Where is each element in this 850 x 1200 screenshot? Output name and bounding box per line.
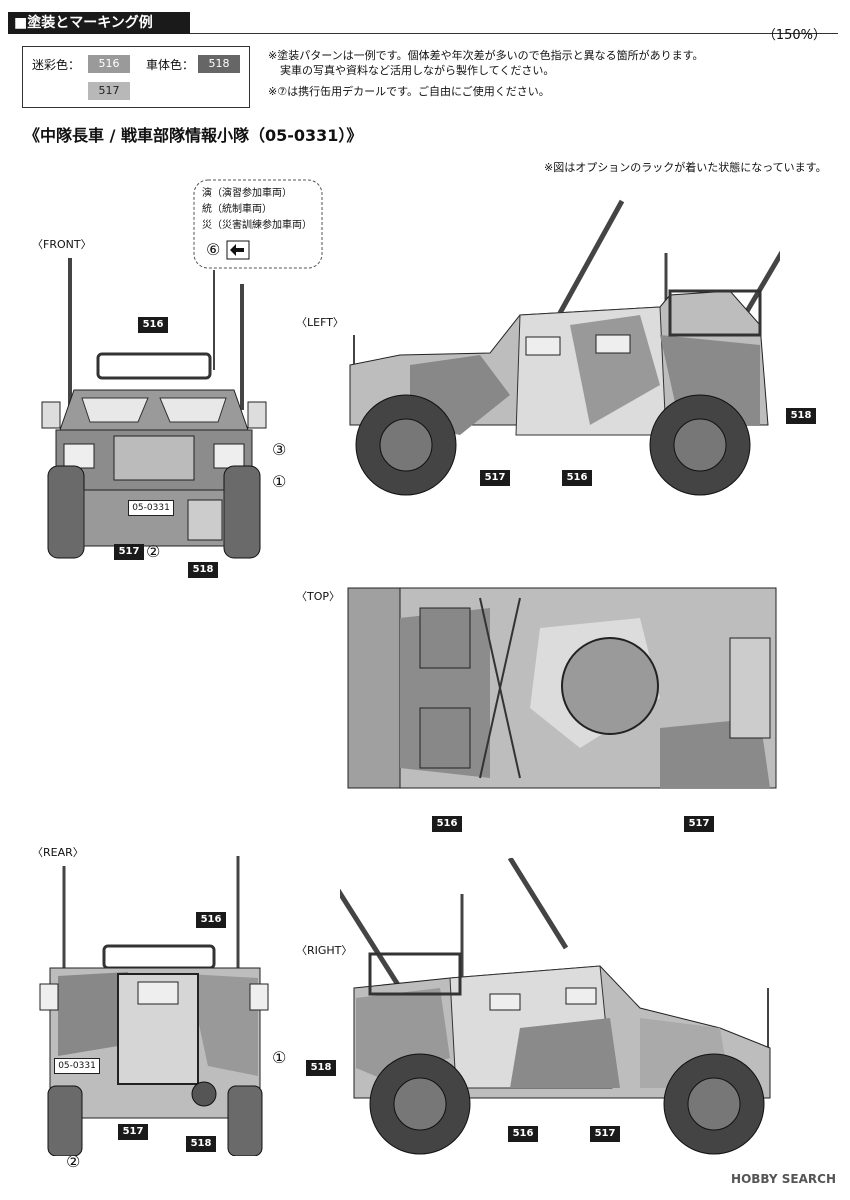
body-color-label: 車体色：: [146, 58, 195, 72]
view-label-rear: 〈REAR〉: [32, 846, 84, 859]
note-line-1: ※塗装パターンは一例です。個体差や年次差が多いので色指示と異なる箇所があります。: [268, 49, 704, 62]
rear-tag-516: 516: [196, 912, 226, 928]
rear-marker-1: ①: [272, 1048, 287, 1067]
header-rule: [190, 33, 838, 34]
front-view-drawing: [41, 258, 267, 559]
note-line-3: ※⑦は携行缶用デカールです。ご自由にご使用ください。: [268, 85, 550, 98]
front-marker-2: ②: [146, 542, 161, 561]
left-view-drawing: [349, 199, 780, 496]
callout-item-2: 統（統制車両）: [202, 204, 272, 215]
rear-tag-518: 518: [186, 1136, 216, 1152]
color-chip-516: 516: [88, 55, 130, 73]
front-tag-516: 516: [138, 317, 168, 333]
vehicle-subtitle: 《中隊長車 / 戦車部隊情報小隊（05-0331）》: [24, 126, 363, 145]
color-legend-box: [22, 46, 250, 108]
view-label-top: 〈TOP〉: [296, 590, 341, 603]
color-chip-518: 518: [198, 55, 240, 73]
rear-marker-2: ②: [66, 1152, 81, 1171]
left-tag-517: 517: [480, 470, 510, 486]
right-tag-516: 516: [508, 1126, 538, 1142]
front-license-plate: 05-0331: [128, 500, 174, 516]
front-tag-518: 518: [188, 562, 218, 578]
rear-view-drawing: [39, 856, 269, 1156]
top-tag-517: 517: [684, 816, 714, 832]
watermark-text: HOBBY SEARCH: [731, 1172, 836, 1186]
color-chip-517: 517: [88, 82, 130, 100]
front-marker-1: ①: [272, 472, 287, 491]
right-tag-518: 518: [306, 1060, 336, 1076]
left-tag-518: 518: [786, 408, 816, 424]
right-view-drawing: [340, 858, 771, 1155]
front-tag-517: 517: [114, 544, 144, 560]
rear-license-plate: 05-0331: [54, 1058, 100, 1074]
callout-item-3: 災（災害訓練参加車両）: [202, 220, 312, 231]
view-label-left: 〈LEFT〉: [296, 316, 344, 329]
callout-bubble: [193, 179, 323, 269]
callout-item-1: 演（演習参加車両）: [202, 188, 292, 199]
top-view-drawing: [347, 587, 777, 789]
note-line-2: 実車の写真や資料など活用しながら製作してください。: [280, 64, 555, 77]
right-tag-517: 517: [590, 1126, 620, 1142]
camo-color-label: 迷彩色：: [32, 58, 81, 72]
front-marker-3: ③: [272, 440, 287, 459]
marker-6: ⑥: [206, 240, 221, 259]
scale-label: （150%）: [762, 28, 826, 43]
left-tag-516: 516: [562, 470, 592, 486]
section-title: ■塗装とマーキング例: [8, 12, 190, 34]
unit-flag-icon: [226, 240, 250, 260]
view-label-front: 〈FRONT〉: [32, 238, 92, 251]
top-tag-516: 516: [432, 816, 462, 832]
rack-note: ※図はオプションのラックが着いた状態になっています。: [544, 161, 827, 174]
rear-tag-517: 517: [118, 1124, 148, 1140]
view-label-right: 〈RIGHT〉: [296, 944, 353, 957]
